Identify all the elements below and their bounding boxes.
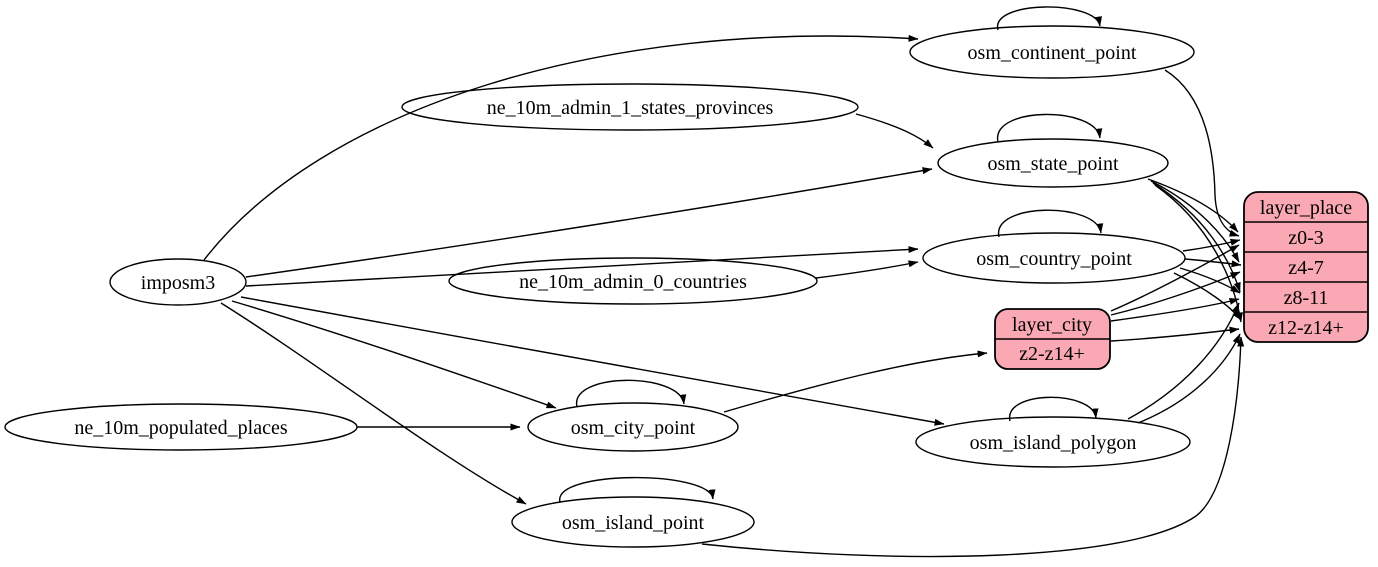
edge-osm-city-point-self-loop <box>576 379 687 408</box>
edge-imposm3-osm-continent-point <box>203 34 919 261</box>
node-label-osm-country-point: osm_country_point <box>976 248 1132 270</box>
node-label-imposm3: imposm3 <box>141 272 215 294</box>
edge-osm-island-polygon-self-loop <box>1009 396 1099 422</box>
edge-osm-country-point-layer-place-z4-7 <box>1184 258 1242 268</box>
edge-osm-country-point-layer-place-z8-11 <box>1179 267 1241 294</box>
edge-osm-island-point-self-loop <box>559 476 716 503</box>
record-layer-city <box>994 308 1111 370</box>
node-label-osm-island-point: osm_island_point <box>562 512 705 534</box>
record-layer-place <box>1243 191 1369 343</box>
edge-imposm3-osm-country-point <box>245 246 919 287</box>
edge-osm-country-point-layer-place-z12-z14 <box>1173 272 1242 321</box>
record-row-label-z2-z14: z2-z14+ <box>1019 343 1085 365</box>
edge-layer-city-layer-place-z4-7 <box>1110 271 1241 316</box>
node-osm-island-point <box>511 496 755 548</box>
edge-osm-state-point-self-loop <box>997 113 1103 143</box>
node-osm-continent-point <box>909 25 1195 79</box>
node-label-osm-state-point: osm_state_point <box>987 153 1119 175</box>
edge-osm-state-point-layer-place-z8-11 <box>1152 182 1241 293</box>
node-osm-city-point <box>527 402 739 452</box>
edge-osm-island-polygon-layer-place-z12-z14 <box>1137 333 1241 424</box>
edge-ne-10m-admin-0-countries-osm-country-point <box>815 260 919 279</box>
record-title-layer-city: layer_city <box>1012 314 1092 336</box>
node-label-osm-island-polygon: osm_island_polygon <box>970 432 1137 454</box>
edge-imposm3-osm-city-point <box>231 300 557 409</box>
edge-osm-island-point-layer-place-z12-z14 <box>701 336 1245 558</box>
node-osm-island-polygon <box>915 416 1191 468</box>
edge-osm-island-polygon-layer-place-z8-11 <box>1127 302 1240 420</box>
record-layer-place-box <box>1243 191 1369 343</box>
node-osm-state-point <box>937 138 1169 188</box>
record-row-label-z4-7: z4-7 <box>1288 257 1324 279</box>
edge-layer-city-layer-place-z0-3 <box>1110 244 1240 312</box>
edge-osm-country-point-layer-place-z0-3 <box>1182 238 1241 252</box>
edge-imposm3-osm-state-point <box>245 167 933 278</box>
node-ne-10m-admin-1-states-provinces <box>401 83 859 131</box>
record-title-layer-place: layer_place <box>1260 197 1352 219</box>
edge-imposm3-osm-island-polygon <box>240 296 945 426</box>
edge-imposm3-osm-island-point <box>220 302 527 505</box>
edge-osm-continent-point-layer-place-z0-3 <box>1164 69 1240 237</box>
edge-osm-state-point-layer-place-z4-7 <box>1150 180 1240 263</box>
edge-layer-city-layer-place-z12-z14 <box>1110 326 1240 342</box>
record-row-label-z12-z14: z12-z14+ <box>1268 317 1344 339</box>
edge-osm-continent-point-self-loop <box>997 6 1102 31</box>
edge-ne-10m-admin-1-states-provinces-osm-state-point <box>855 113 934 149</box>
edge-layer-city-layer-place-z8-11 <box>1110 297 1240 322</box>
edge-osm-state-point-layer-place-z0-3 <box>1147 178 1239 233</box>
node-label-ne-10m-admin-1-states-provinces: ne_10m_admin_1_states_provinces <box>487 97 774 119</box>
record-row-label-z0-3: z0-3 <box>1288 227 1324 249</box>
node-label-osm-city-point: osm_city_point <box>571 417 696 439</box>
node-label-ne-10m-admin-0-countries: ne_10m_admin_0_countries <box>519 271 747 293</box>
record-row-label-z8-11: z8-11 <box>1284 287 1329 309</box>
node-osm-country-point <box>922 232 1186 284</box>
node-label-ne-10m-populated-places: ne_10m_populated_places <box>74 417 287 439</box>
node-imposm3 <box>109 258 247 306</box>
edge-osm-country-point-self-loop <box>998 209 1104 238</box>
node-label-osm-continent-point: osm_continent_point <box>968 42 1137 64</box>
edge-osm-city-point-layer-city-z2-z14 <box>723 350 988 413</box>
